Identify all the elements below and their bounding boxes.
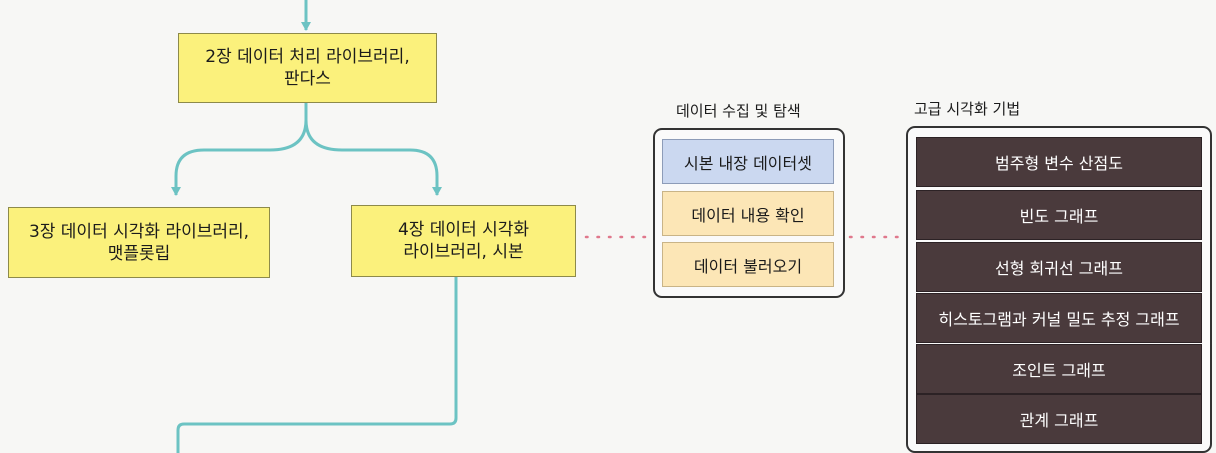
technique-histogram-kde: 히스토그램과 커널 밀도 추정 그래프 (916, 293, 1202, 343)
advanced-group-title: 고급 시각화 기법 (914, 100, 1021, 118)
explore-item-check-content: 데이터 내용 확인 (662, 191, 834, 236)
chapter4-line2: 라이브러리, 시본 (403, 242, 524, 262)
explore-item-builtin-datasets: 시본 내장 데이터셋 (662, 139, 834, 184)
arrow-to-chapter4 (304, 119, 442, 196)
chapter2-box: 2장 데이터 처리 라이브러리, 판다스 (178, 33, 437, 103)
explore-group-title: 데이터 수집 및 탐색 (676, 102, 801, 120)
chapter4-box: 4장 데이터 시각화 라이브러리, 시본 (351, 205, 576, 277)
technique-count-plot: 빈도 그래프 (916, 190, 1202, 240)
technique-joint-plot: 조인트 그래프 (916, 344, 1202, 394)
line-from-chapter4 (176, 277, 458, 453)
chapter3-line1: 3장 데이터 시각화 라이브러리, (28, 221, 250, 242)
chapter2-line2: 판다스 (284, 69, 331, 89)
chapter3-line2: 맷플롯립 (107, 243, 171, 264)
chapter4-line1: 4장 데이터 시각화 (397, 220, 530, 240)
chapter2-line1: 2장 데이터 처리 라이브러리, (205, 47, 410, 67)
arrow-to-chapter3 (171, 119, 308, 196)
explore-item-load-data: 데이터 불러오기 (662, 242, 834, 287)
chapter3-box: 3장 데이터 시각화 라이브러리, 맷플롯립 (8, 207, 270, 278)
technique-regression-plot: 선형 회귀선 그래프 (916, 242, 1202, 292)
technique-categorical-scatter: 범주형 변수 산점도 (916, 137, 1202, 187)
technique-relational-plot: 관계 그래프 (916, 394, 1202, 444)
